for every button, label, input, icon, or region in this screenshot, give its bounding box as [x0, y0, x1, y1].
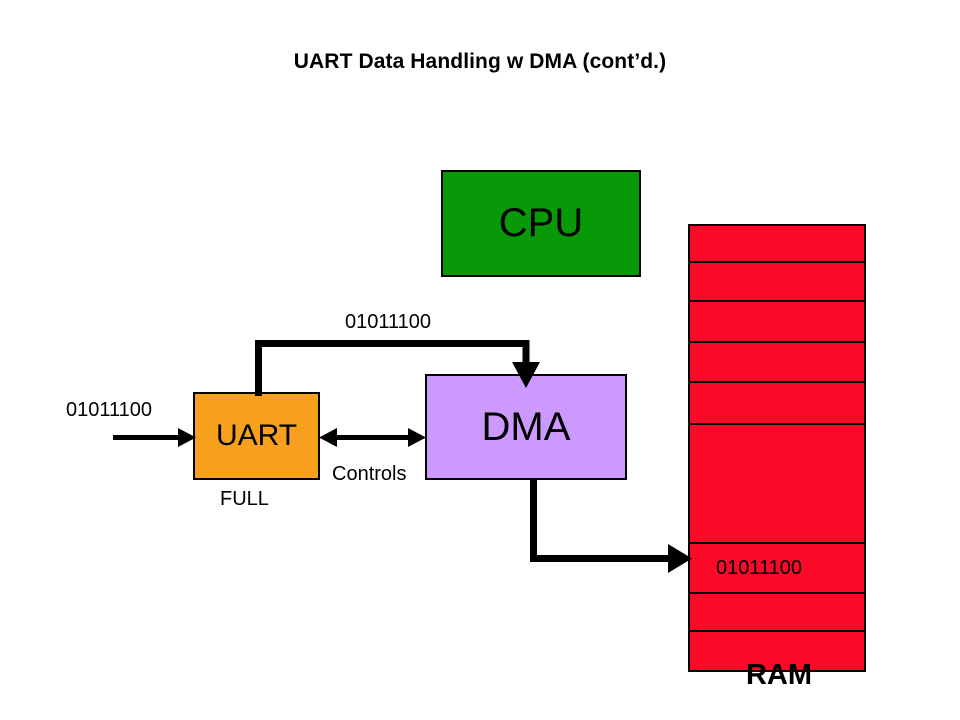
dma-to-ram-elbow-arrow: [530, 478, 692, 573]
ram-cell[interactable]: [690, 302, 864, 343]
ram-cell[interactable]: [690, 632, 864, 670]
ram-cell-value: 01011100: [716, 556, 803, 579]
cpu-block-label: CPU: [498, 201, 584, 245]
uart-dma-control-bidirectional-arrow: [319, 428, 426, 447]
uart-block-label: UART: [215, 419, 298, 452]
serial-data-into-uart-arrow: [113, 428, 196, 447]
controls-label: Controls: [332, 463, 407, 485]
ram-cell[interactable]: [690, 425, 864, 544]
dma-block-label: DMA: [481, 404, 571, 449]
uart-block[interactable]: UART: [193, 392, 320, 480]
ram-cell[interactable]: [690, 263, 864, 302]
ram-cell[interactable]: [690, 343, 864, 383]
ram-cell[interactable]: [690, 226, 864, 263]
page-title: UART Data Handling w DMA (cont’d.): [293, 50, 667, 73]
ram-cell[interactable]: [690, 383, 864, 425]
uart-to-dma-data-label: 01011100: [345, 311, 432, 333]
ram-block[interactable]: 01011100 RAM: [688, 224, 866, 691]
uart-to-dma-data-elbow-arrow: [255, 340, 540, 396]
cpu-block[interactable]: CPU: [441, 170, 641, 277]
uart-full-status-label: FULL: [220, 488, 269, 510]
ram-cell-active[interactable]: 01011100: [690, 544, 864, 594]
ram-cell[interactable]: [690, 594, 864, 632]
dma-block[interactable]: DMA: [425, 374, 627, 480]
serial-input-data-label: 01011100: [66, 399, 153, 421]
